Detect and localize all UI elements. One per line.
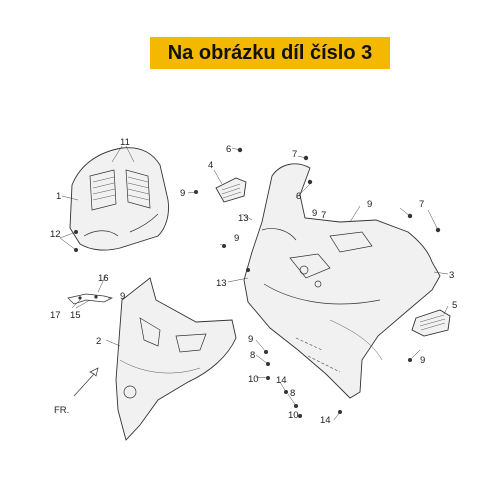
callout-9e: 9 — [367, 199, 372, 210]
callout-17: 17 — [50, 310, 61, 321]
part-1-inner-shield — [69, 147, 169, 251]
callout-5: 5 — [452, 300, 457, 311]
callout-15: 15 — [70, 310, 81, 321]
callout-9d: 9 — [312, 208, 317, 219]
callout-7c: 7 — [419, 199, 424, 210]
callout-4: 4 — [208, 160, 213, 171]
assembly-dashed-lines — [295, 337, 341, 373]
callout-8b: 8 — [290, 388, 295, 399]
callout-8a: 8 — [250, 350, 255, 361]
part-16-bracket — [67, 293, 114, 305]
part-3-front-cover — [243, 163, 441, 399]
callout-9b: 9 — [120, 291, 125, 302]
callout-13b: 13 — [216, 278, 227, 289]
callout-3: 3 — [449, 270, 454, 281]
callout-labels: 1 2 3 4 5 6 6 7 7 7 8 8 9 9 9 9 9 9 9 10… — [50, 137, 457, 426]
part-2-lower-front-panel — [115, 277, 237, 441]
callout-9g: 9 — [420, 355, 425, 366]
title-banner: Na obrázku díl číslo 3 — [150, 37, 390, 69]
callout-7a: 7 — [292, 149, 297, 160]
callout-6a: 6 — [226, 144, 231, 155]
part-4-vent-grille — [215, 177, 247, 203]
callout-6b: 6 — [296, 191, 301, 202]
callout-7b: 7 — [321, 210, 326, 221]
callout-9f: 9 — [248, 334, 253, 345]
callout-11: 11 — [120, 137, 130, 148]
callout-10b: 10 — [288, 410, 299, 421]
callout-2: 2 — [96, 336, 101, 347]
callout-10a: 10 — [248, 374, 259, 385]
callout-16: 16 — [98, 273, 109, 284]
callout-9c: 9 — [234, 233, 239, 244]
callout-1: 1 — [56, 191, 61, 202]
part-1-grille-left — [89, 169, 117, 211]
callout-9a: 9 — [180, 188, 185, 199]
front-marker-label: FR. — [54, 405, 69, 416]
leader-lines — [59, 145, 449, 421]
title-banner-text: Na obrázku díl číslo 3 — [167, 41, 373, 64]
callout-14b: 14 — [320, 415, 331, 426]
part-5-vent-grille — [411, 309, 451, 337]
front-direction-arrow — [73, 367, 99, 397]
callout-12: 12 — [50, 229, 61, 240]
callout-14a: 14 — [276, 375, 287, 386]
part-1-grille-right — [125, 169, 151, 209]
callout-13a: 13 — [238, 213, 249, 224]
